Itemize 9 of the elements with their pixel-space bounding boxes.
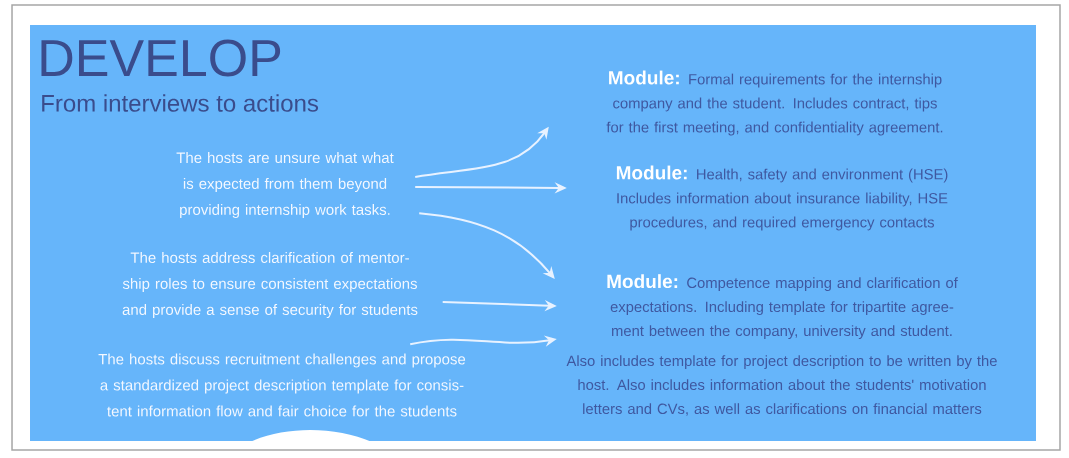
title: DEVELOP [41, 39, 281, 77]
arrow [418, 212, 555, 279]
module-description: Module: Competence mapping and clarification of expectations. Including template for tripartite agree-ment between the company, university and student. Also includes template for project description to be written by the host. Also includes information about the students' motivation letters and CVs, as well as clarifications on financial matters [566, 274, 997, 416]
finding-text: The hosts discuss recruitment challenges and propose a standardized project description template for consis-tent information flow and fair choice for the students [98, 353, 466, 417]
finding-text: The hosts address clarification of mentor-ship roles to ensure consistent expectations and provide a sense of security for students [122, 252, 418, 318]
module-description: Module: Formal requirements for the internship company and the student. Includes contract, tips for the first meeting, and confidentiality agreement. [606, 70, 943, 136]
subtitle: From interviews to actions [42, 94, 319, 112]
module-description: Module: Health, safety and environment (HSE) Includes information about insurance liability, HSE procedures, and required emergency contacts [616, 165, 948, 231]
finding-text: The hosts are unsure what what is expected from them beyond providing internship work tasks. [176, 152, 394, 218]
